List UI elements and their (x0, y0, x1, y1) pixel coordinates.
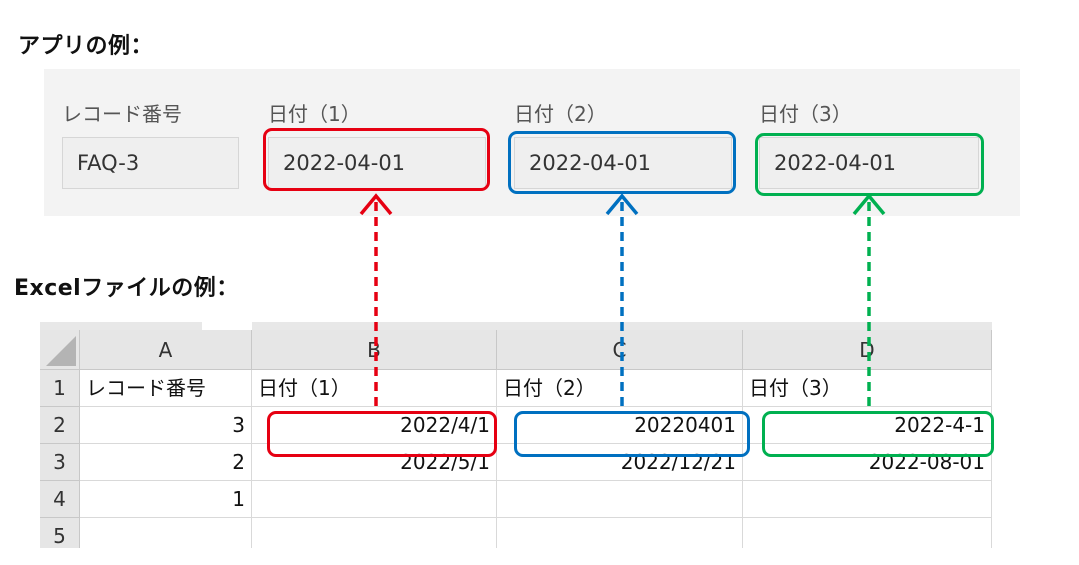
cell-d5[interactable] (743, 518, 992, 548)
cell-b4[interactable] (252, 481, 497, 518)
cell-b1[interactable]: 日付（1） (252, 370, 497, 407)
cell-b5[interactable] (252, 518, 497, 548)
row-header-4[interactable]: 4 (40, 481, 80, 518)
field-value-date-2[interactable]: 2022-04-01 (514, 137, 732, 189)
field-value-date-3[interactable]: 2022-04-01 (759, 137, 979, 189)
cell-a3[interactable]: 2 (80, 444, 252, 481)
cell-d1[interactable]: 日付（3） (743, 370, 992, 407)
column-header-c[interactable]: C (497, 330, 743, 370)
row-header-5[interactable]: 5 (40, 518, 80, 548)
highlight-excel-b2 (267, 411, 497, 457)
column-header-b[interactable]: B (252, 330, 497, 370)
cell-a2[interactable]: 3 (80, 407, 252, 444)
highlight-app-date-2 (508, 131, 736, 194)
highlight-excel-c2 (514, 411, 750, 457)
column-header-a[interactable]: A (80, 330, 252, 370)
highlight-app-date-1 (263, 128, 490, 191)
row-header-2[interactable]: 2 (40, 407, 80, 444)
field-label-date-3: 日付（3） (759, 102, 852, 126)
highlight-app-date-3 (755, 133, 984, 196)
field-value-record-number[interactable]: FAQ-3 (62, 137, 239, 189)
column-header-d[interactable]: D (743, 330, 992, 370)
cell-d4[interactable] (743, 481, 992, 518)
excel-example-heading: Excelファイルの例： (14, 276, 239, 301)
select-all-triangle-icon (46, 336, 76, 366)
field-value-date-1[interactable]: 2022-04-01 (268, 137, 486, 189)
row-header-1[interactable]: 1 (40, 370, 80, 407)
select-all-corner[interactable] (40, 330, 80, 370)
sheet-tab[interactable] (202, 322, 252, 330)
field-label-date-1: 日付（1） (268, 102, 361, 126)
field-label-date-2: 日付（2） (514, 102, 607, 126)
cell-c2[interactable]: 20220401 (497, 407, 743, 444)
cell-a4[interactable]: 1 (80, 481, 252, 518)
app-example-heading: アプリの例： (18, 34, 154, 59)
cell-c5[interactable] (497, 518, 743, 548)
field-label-record-number: レコード番号 (62, 102, 182, 126)
cell-c1[interactable]: 日付（2） (497, 370, 743, 407)
cell-c4[interactable] (497, 481, 743, 518)
row-header-3[interactable]: 3 (40, 444, 80, 481)
cell-b2[interactable]: 2022/4/1 (252, 407, 497, 444)
cell-a5[interactable] (80, 518, 252, 548)
highlight-excel-d2 (762, 411, 994, 457)
sheet-tab-strip (40, 322, 992, 330)
cell-a1[interactable]: レコード番号 (80, 370, 252, 407)
